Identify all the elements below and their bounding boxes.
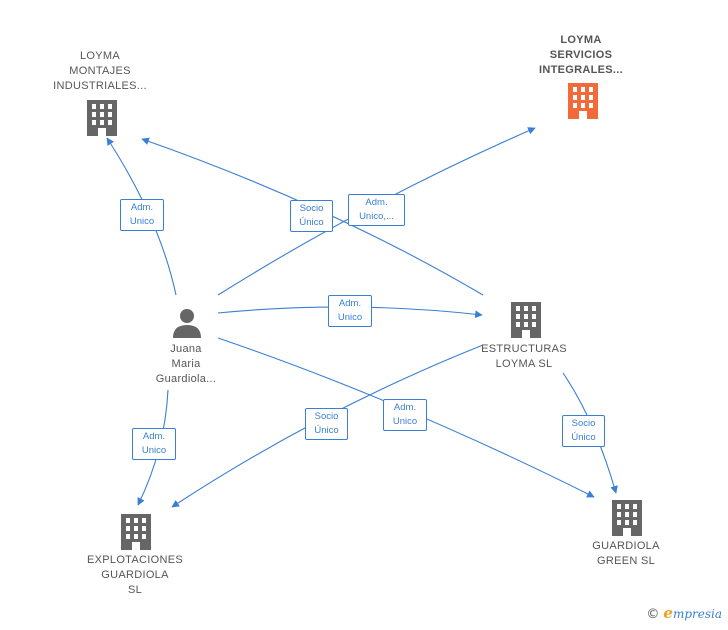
edge-label-line: Adm. [338, 298, 362, 309]
node-label-explotaciones-guardiola[interactable]: EXPLOTACIONES GUARDIOLA SL [75, 553, 195, 598]
edge-label-adm-unico-estructuras[interactable]: Adm. Unico [328, 295, 372, 327]
building-icon[interactable] [511, 302, 541, 343]
edge-label-socio-unico-green[interactable]: Socio Único [562, 415, 605, 447]
node-label-line: SL [127, 584, 143, 596]
edge-label-line: Unico [337, 312, 363, 323]
building-icon[interactable] [121, 514, 151, 555]
brand-logo[interactable]: ©empresia [646, 604, 722, 622]
node-label-loyma-montajes[interactable]: LOYMA MONTAJES INDUSTRIALES... [40, 49, 160, 94]
person-icon[interactable] [172, 308, 202, 343]
edge-label-line: Socio [299, 203, 324, 214]
node-label-line: Guardiola... [155, 373, 217, 385]
edge-label-line: Unico [129, 216, 155, 227]
node-label-loyma-servicios[interactable]: LOYMA SERVICIOS INTEGRALES... [520, 33, 642, 78]
node-label-juana-maria[interactable]: Juana Maria Guardiola... [136, 342, 236, 387]
edge-label-line: Adm. [130, 202, 154, 213]
edge-label-line: Unico [392, 416, 418, 427]
node-label-line: Juana [170, 343, 202, 355]
node-label-line: LOYMA SL [495, 358, 553, 370]
edge-label-line: Socio [571, 418, 596, 429]
edge-label-socio-unico-montajes[interactable]: Socio Único [290, 200, 333, 232]
edge-label-line: Adm. [142, 431, 166, 442]
edge-label-line: Unico,... [359, 211, 394, 222]
edge-label-line: Único [571, 432, 596, 443]
node-label-line: GUARDIOLA [592, 540, 660, 552]
edge-label-socio-unico-explotaciones[interactable]: Socio Único [305, 408, 348, 440]
edge-label-line: Unico [141, 445, 167, 456]
node-label-line: INDUSTRIALES... [53, 80, 147, 92]
node-label-line: MONTAJES [69, 65, 131, 77]
node-label-line: LOYMA [79, 50, 120, 62]
edge-label-line: Adm. [365, 197, 388, 208]
edge-label-adm-unico-montajes[interactable]: Adm. Unico [120, 199, 164, 231]
building-icon[interactable] [612, 500, 642, 541]
node-label-line: INTEGRALES... [539, 64, 623, 76]
node-label-line: LOYMA [560, 34, 602, 46]
edge-label-line: Único [314, 425, 339, 436]
edge-label-adm-unico-servicios[interactable]: Adm. Unico,... [348, 194, 405, 226]
edge-label-line: Único [299, 217, 324, 228]
node-label-guardiola-green[interactable]: GUARDIOLA GREEN SL [576, 539, 676, 569]
node-label-line: ESTRUCTURAS [481, 343, 567, 355]
building-icon[interactable] [87, 100, 117, 141]
node-label-line: SERVICIOS [549, 49, 613, 61]
edge-label-line: Adm. [393, 402, 417, 413]
building-icon-highlighted[interactable] [568, 83, 598, 124]
node-label-line: EXPLOTACIONES [87, 554, 183, 566]
copyright-icon: © [646, 607, 660, 622]
edge-label-line: Socio [314, 411, 339, 422]
node-label-line: GREEN SL [596, 555, 656, 567]
node-label-line: GUARDIOLA [101, 569, 169, 581]
brand-initial: e [663, 604, 673, 622]
edge-label-adm-unico-green[interactable]: Adm. Unico [383, 399, 427, 431]
node-label-estructuras-loyma[interactable]: ESTRUCTURAS LOYMA SL [468, 342, 580, 372]
edge-label-adm-unico-explotaciones[interactable]: Adm. Unico [132, 428, 176, 460]
brand-name: mpresia [672, 607, 722, 621]
node-label-line: Maria [171, 358, 201, 370]
